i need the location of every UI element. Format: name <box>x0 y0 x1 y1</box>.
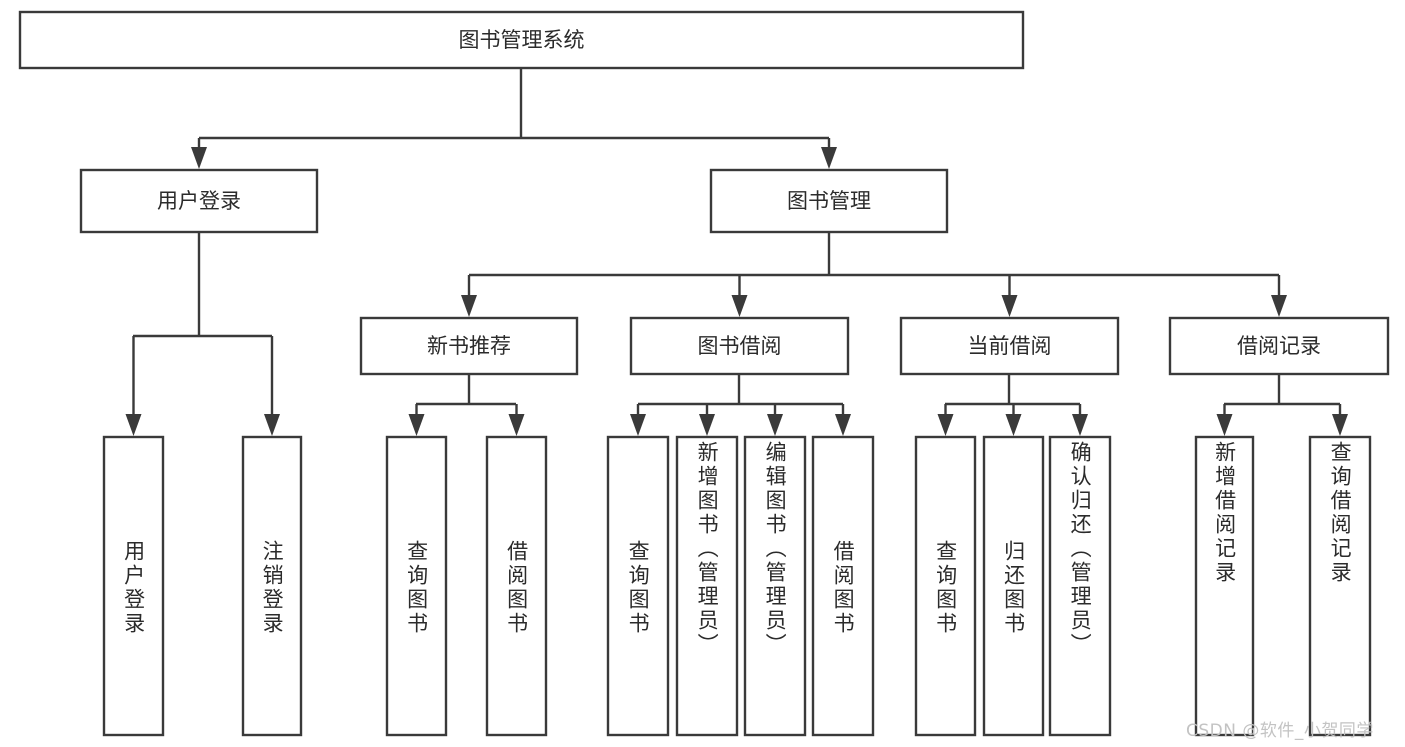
node-box-leaf-confirm-return-admin[interactable] <box>1048 435 1112 737</box>
node-label-new-book-recommend: 新书推荐 <box>427 334 511 358</box>
node-box-leaf-query-book-current[interactable] <box>914 435 977 737</box>
node-leaf-add-book-admin[interactable] <box>675 435 739 737</box>
connectors-layer <box>125 68 1348 436</box>
node-box-leaf-add-book-admin[interactable] <box>675 435 739 737</box>
node-leaf-user-login[interactable] <box>102 435 165 737</box>
node-box-leaf-query-book-recommend[interactable] <box>385 435 448 737</box>
node-leaf-return-book[interactable] <box>982 435 1045 737</box>
node-box-current-borrow[interactable] <box>899 316 1120 376</box>
node-current-borrow[interactable]: 当前借阅 <box>899 316 1120 376</box>
node-label-current-borrow: 当前借阅 <box>968 334 1052 358</box>
node-box-root[interactable] <box>18 10 1025 70</box>
node-leaf-borrow-book[interactable] <box>811 435 875 737</box>
node-leaf-query-book-recommend[interactable] <box>385 435 448 737</box>
node-box-leaf-add-borrow-record[interactable] <box>1194 435 1255 737</box>
node-box-book-management[interactable] <box>709 168 949 234</box>
node-box-new-book-recommend[interactable] <box>359 316 579 376</box>
node-box-leaf-user-login[interactable] <box>102 435 165 737</box>
node-leaf-logout-login[interactable] <box>241 435 303 737</box>
node-new-book-recommend[interactable]: 新书推荐 <box>359 316 579 376</box>
node-leaf-confirm-return-admin[interactable] <box>1048 435 1112 737</box>
connector-current-to-leaves <box>937 374 1088 436</box>
node-box-leaf-borrow-book[interactable] <box>811 435 875 737</box>
node-box-leaf-borrow-book-recommend[interactable] <box>485 435 548 737</box>
node-leaf-query-book-borrow[interactable] <box>606 435 670 737</box>
watermark-text: CSDN @软件_小贺同学 <box>1186 721 1374 741</box>
node-box-borrow-record[interactable] <box>1168 316 1390 376</box>
node-label-user-login: 用户登录 <box>157 189 241 213</box>
connector-recommend-to-leaves <box>408 374 525 436</box>
node-box-user-login[interactable] <box>79 168 319 234</box>
connector-bookmgmt-to-level2 <box>461 232 1287 317</box>
node-book-borrow[interactable]: 图书借阅 <box>629 316 850 376</box>
node-box-book-borrow[interactable] <box>629 316 850 376</box>
connector-userlogin-to-leaves <box>125 232 280 436</box>
node-box-leaf-return-book[interactable] <box>982 435 1045 737</box>
connector-record-to-leaves <box>1216 374 1348 436</box>
node-label-root: 图书管理系统 <box>459 28 585 52</box>
node-leaf-borrow-book-recommend[interactable] <box>485 435 548 737</box>
node-label-book-borrow: 图书借阅 <box>698 334 782 358</box>
node-box-leaf-query-book-borrow[interactable] <box>606 435 670 737</box>
node-leaf-add-borrow-record[interactable] <box>1194 435 1255 737</box>
node-box-leaf-edit-book-admin[interactable] <box>743 435 807 737</box>
connector-root-to-level1 <box>191 68 837 169</box>
node-root[interactable]: 图书管理系统 <box>18 10 1025 70</box>
node-leaf-query-book-current[interactable] <box>914 435 977 737</box>
node-borrow-record[interactable]: 借阅记录 <box>1168 316 1390 376</box>
node-label-book-management: 图书管理 <box>787 189 871 213</box>
node-box-leaf-query-borrow-record[interactable] <box>1308 435 1372 737</box>
node-box-leaf-logout-login[interactable] <box>241 435 303 737</box>
node-book-management[interactable]: 图书管理 <box>709 168 949 234</box>
node-leaf-query-borrow-record[interactable] <box>1308 435 1372 737</box>
node-leaf-edit-book-admin[interactable] <box>743 435 807 737</box>
connector-borrow-to-leaves <box>630 374 851 436</box>
node-label-borrow-record: 借阅记录 <box>1237 334 1321 358</box>
node-user-login[interactable]: 用户登录 <box>79 168 319 234</box>
